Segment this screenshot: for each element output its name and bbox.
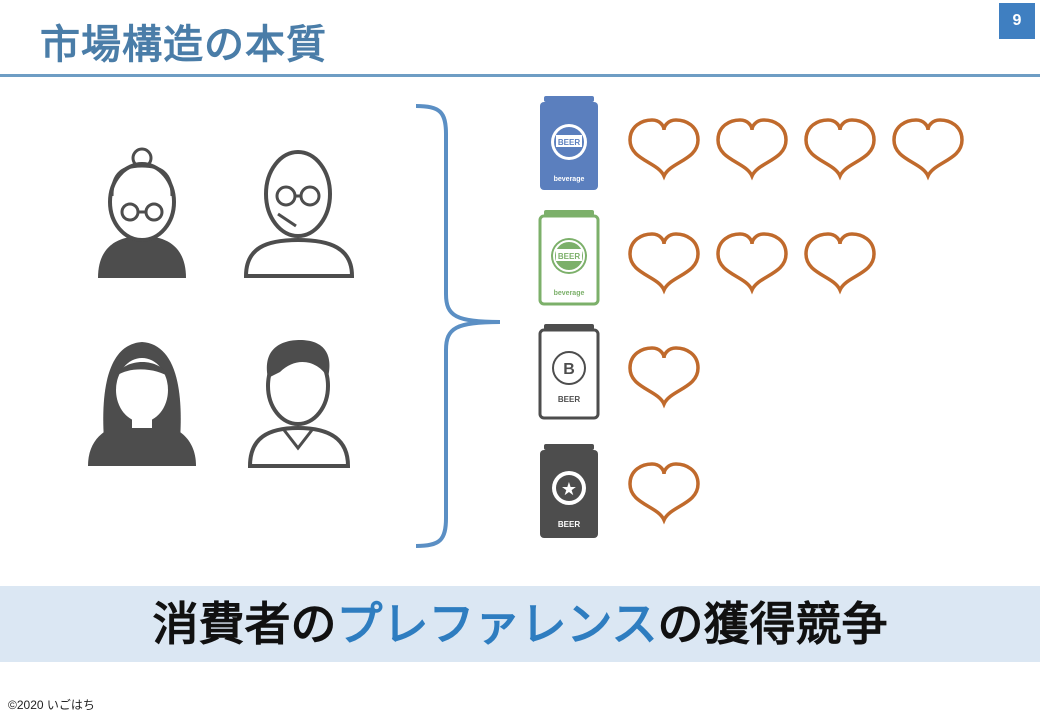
- slide-title: 市場構造の本質: [40, 22, 327, 68]
- heart-icon: [628, 118, 700, 178]
- title-divider: [0, 74, 1040, 77]
- heart-icon: [628, 462, 700, 522]
- beer-can-green-icon: BEER beverage: [538, 210, 600, 306]
- beer-can-blue-icon: BEER beverage: [540, 96, 598, 190]
- tagline-highlight: プレファレンス: [336, 597, 658, 651]
- copyright: ©2020 いごはち: [8, 698, 95, 712]
- preference-hearts: [628, 118, 964, 522]
- man-icon: [247, 340, 351, 468]
- heart-icon: [804, 232, 876, 292]
- elderly-woman-icon: [98, 147, 186, 278]
- beer-can-star-icon: ★ BEER: [540, 444, 598, 538]
- svg-text:★: ★: [561, 479, 577, 500]
- illustration: BEER beverage BEER beverage B BEER ★ BEE…: [88, 96, 964, 548]
- tagline-band: [0, 586, 1040, 662]
- page-number: 9: [999, 3, 1035, 39]
- curly-brace: [415, 104, 501, 548]
- svg-text:beverage: beverage: [554, 176, 585, 183]
- svg-text:BEER: BEER: [558, 252, 580, 261]
- heart-icon: [892, 118, 964, 178]
- heart-icon: [628, 232, 700, 292]
- svg-text:beverage: beverage: [554, 290, 585, 297]
- tagline: 消費者のプレファレンスの獲得競争: [0, 586, 1040, 662]
- tagline-part3: の獲得競争: [657, 597, 888, 651]
- woman-icon: [88, 342, 196, 466]
- tagline-part1: 消費者の: [152, 597, 337, 651]
- heart-icon: [716, 232, 788, 292]
- beer-can-b-icon: B BEER: [538, 324, 600, 420]
- heart-icon: [628, 346, 700, 406]
- heart-icon: [716, 118, 788, 178]
- elderly-man-icon: [243, 150, 355, 278]
- svg-text:BEER: BEER: [558, 520, 580, 529]
- svg-text:BEER: BEER: [558, 395, 580, 404]
- svg-text:BEER: BEER: [558, 138, 580, 147]
- heart-icon: [804, 118, 876, 178]
- svg-text:B: B: [563, 361, 575, 378]
